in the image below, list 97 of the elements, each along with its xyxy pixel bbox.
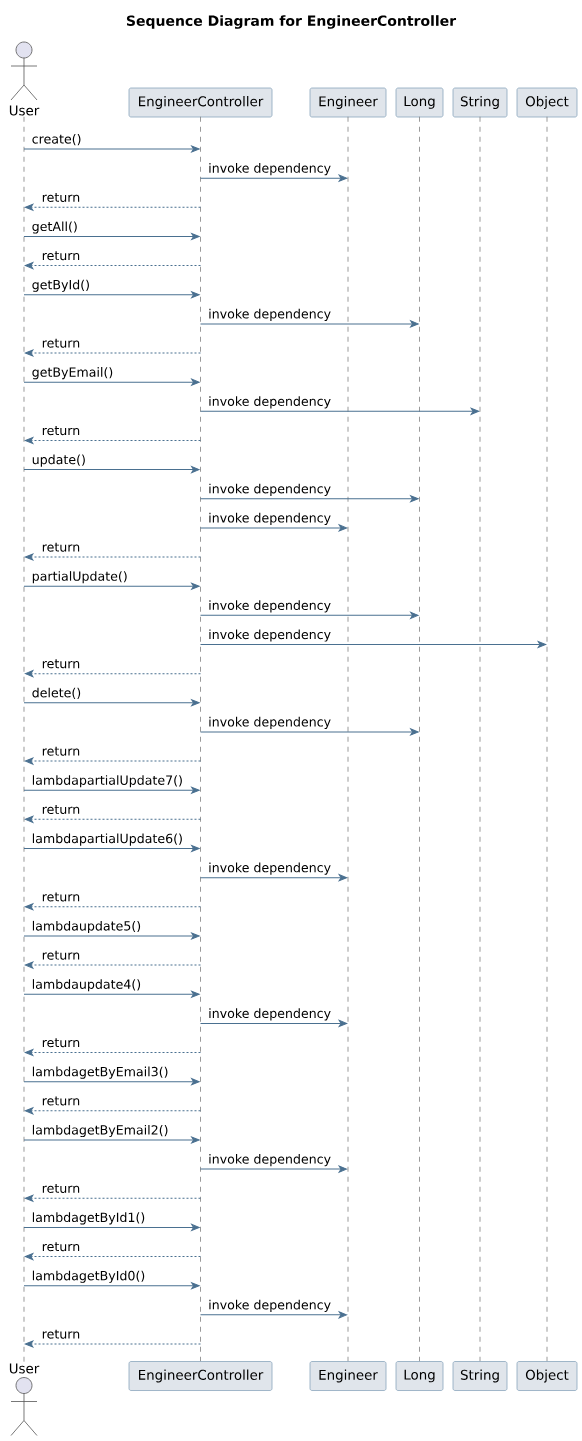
message-label: lambdaupdate5() xyxy=(32,920,141,934)
participant-box: Engineer xyxy=(309,87,387,118)
message-label: invoke dependency xyxy=(209,163,331,176)
message-label: return xyxy=(42,251,80,261)
message-label: delete() xyxy=(32,687,81,699)
message-label: return xyxy=(42,805,80,815)
return-arrow xyxy=(24,670,201,678)
participant-box: Long xyxy=(395,87,444,118)
message-label: invoke dependency xyxy=(209,308,331,321)
message-arrow xyxy=(23,145,200,153)
message-arrow xyxy=(200,174,348,182)
message-label: invoke dependency xyxy=(209,512,331,526)
return-arrow xyxy=(24,903,201,911)
message-arrow xyxy=(23,1078,200,1086)
message-label: return xyxy=(42,1096,80,1106)
message-label: return xyxy=(42,746,80,756)
message-arrow xyxy=(23,466,200,474)
message-label: update() xyxy=(32,454,85,467)
message-label: return xyxy=(42,1183,80,1193)
message-arrow xyxy=(23,699,200,707)
message-arrow xyxy=(200,611,419,619)
message-label: return xyxy=(42,192,80,202)
message-arrow xyxy=(200,1019,348,1027)
message-label: invoke dependency xyxy=(209,862,331,875)
return-arrow xyxy=(24,349,201,357)
message-arrow xyxy=(23,932,200,940)
message-label: lambdaupdate4() xyxy=(32,979,141,992)
message-arrow xyxy=(200,320,419,328)
message-label: return xyxy=(42,426,80,436)
return-arrow xyxy=(24,1253,201,1261)
participant-box: String xyxy=(452,1361,508,1391)
message-arrow xyxy=(23,232,200,240)
message-arrow xyxy=(200,495,419,503)
message-label: getAll() xyxy=(32,221,77,234)
message-label: invoke dependency xyxy=(209,716,331,730)
message-label: lambdagetById1() xyxy=(32,1212,145,1225)
message-label: return xyxy=(42,542,80,552)
participant-box: EngineerController xyxy=(128,87,273,118)
message-label: lambdagetByEmail3() xyxy=(32,1066,168,1079)
participant-box: String xyxy=(452,87,508,118)
return-arrow xyxy=(24,203,201,211)
message-arrow xyxy=(200,728,419,736)
message-label: lambdapartialUpdate6() xyxy=(32,833,182,846)
message-arrow xyxy=(23,378,200,386)
return-arrow xyxy=(24,815,201,823)
message-label: lambdagetByEmail2() xyxy=(32,1124,168,1138)
message-arrow xyxy=(200,1311,348,1319)
message-label: invoke dependency xyxy=(209,1154,331,1167)
message-label: invoke dependency xyxy=(209,1299,331,1312)
message-label: getById() xyxy=(32,279,89,292)
actor-label: User xyxy=(9,1363,40,1374)
message-label: invoke dependency xyxy=(209,600,331,613)
message-arrow xyxy=(23,291,200,299)
message-label: partialUpdate() xyxy=(32,571,127,584)
message-arrow xyxy=(200,640,547,648)
return-arrow xyxy=(24,553,201,561)
message-label: invoke dependency xyxy=(209,1008,331,1021)
message-label: lambdagetById0() xyxy=(32,1270,145,1283)
participant-box: Engineer xyxy=(309,1361,387,1391)
participant-box: Object xyxy=(516,87,578,118)
message-label: return xyxy=(42,892,80,902)
participant-box: Object xyxy=(516,1361,578,1391)
title: Sequence Diagram for EngineerController xyxy=(126,15,457,29)
message-label: return xyxy=(42,1242,80,1252)
return-arrow xyxy=(24,262,201,270)
message-arrow xyxy=(23,1282,200,1290)
message-label: return xyxy=(42,659,80,669)
message-label: return xyxy=(42,1038,80,1048)
return-arrow xyxy=(24,436,201,444)
message-label: lambdapartialUpdate7() xyxy=(32,775,182,788)
message-arrow xyxy=(23,990,200,998)
message-label: invoke dependency xyxy=(209,396,331,409)
message-arrow xyxy=(23,786,200,794)
message-arrow xyxy=(200,874,348,882)
return-arrow xyxy=(24,1340,201,1348)
message-label: return xyxy=(42,1329,80,1339)
return-arrow xyxy=(24,961,201,969)
return-arrow xyxy=(24,757,201,765)
message-arrow xyxy=(200,524,348,532)
return-arrow xyxy=(24,1107,201,1115)
actor-label: User xyxy=(9,105,40,116)
message-arrow xyxy=(23,582,200,590)
participant-box: EngineerController xyxy=(128,1361,273,1391)
message-arrow xyxy=(200,407,480,415)
return-arrow xyxy=(24,1194,201,1202)
return-arrow xyxy=(24,1049,201,1057)
message-arrow xyxy=(23,1136,200,1144)
message-label: return xyxy=(42,950,80,960)
participant-box: Long xyxy=(395,1361,444,1391)
message-label: return xyxy=(42,338,80,348)
message-label: invoke dependency xyxy=(209,629,331,642)
message-arrow xyxy=(200,1165,348,1173)
message-label: getByEmail() xyxy=(32,367,113,380)
message-arrow xyxy=(23,1223,200,1231)
message-arrow xyxy=(23,845,200,853)
message-label: create() xyxy=(32,133,81,146)
message-label: invoke dependency xyxy=(209,483,331,496)
